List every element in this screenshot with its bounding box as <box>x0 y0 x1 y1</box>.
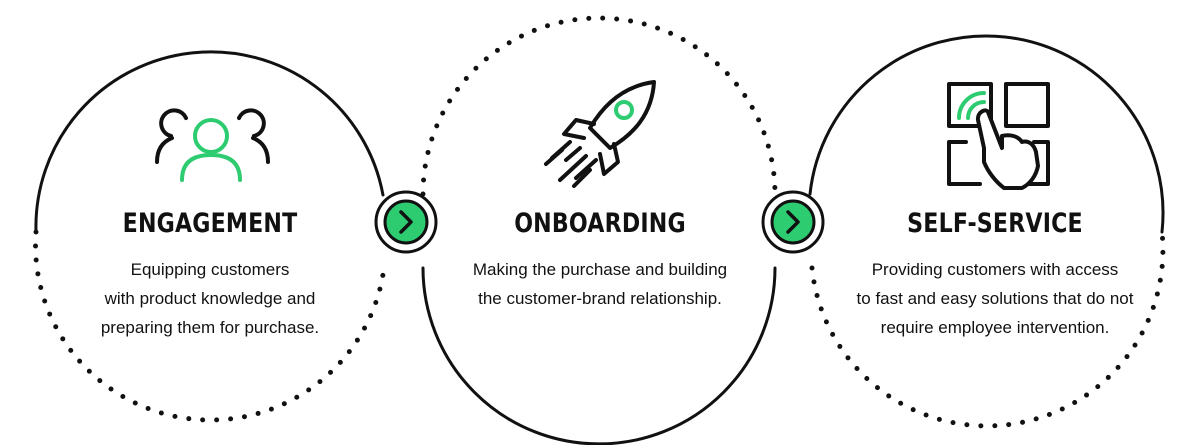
users-icon <box>155 108 270 182</box>
self-service-circle-dotted-arc <box>809 229 1166 429</box>
stage-description: Providing customers with access to fast … <box>845 255 1145 342</box>
engagement-circle-dotted-arc <box>33 229 387 423</box>
onboarding-circle-dotted-arc <box>420 15 778 197</box>
description-line: the customer-brand relationship. <box>478 289 722 308</box>
rocket-icon <box>544 80 656 188</box>
stage-onboarding: ONBOARDING Making the purchase and build… <box>450 208 750 313</box>
stage-title: ENGAGEMENT <box>122 208 298 239</box>
description-line: with product knowledge and <box>104 289 316 308</box>
touch-screen-icon <box>947 82 1050 190</box>
description-line: preparing them for purchase. <box>100 318 320 337</box>
description-line: Making the purchase and building <box>472 260 728 279</box>
connector-2[interactable] <box>761 190 825 254</box>
onboarding-circle-solid-arc <box>421 266 777 445</box>
connector-1[interactable] <box>374 190 438 254</box>
description-line: to fast and easy solutions that do not <box>856 289 1134 308</box>
stage-engagement: ENGAGEMENT Equipping customers with prod… <box>60 208 360 342</box>
stage-description: Making the purchase and building the cus… <box>450 255 750 313</box>
chevron-right-icon <box>399 210 413 234</box>
self-service-circle-solid-arc <box>808 34 1165 234</box>
stage-title: ONBOARDING <box>514 208 686 239</box>
chevron-right-icon <box>786 210 800 234</box>
stage-title: SELF-SERVICE <box>907 208 1083 239</box>
description-line: Equipping customers <box>130 260 290 279</box>
stage-self-service: SELF-SERVICE Providing customers with ac… <box>845 208 1145 342</box>
stage-description: Equipping customers with product knowled… <box>60 255 360 342</box>
description-line: require employee intervention. <box>880 318 1110 337</box>
description-line: Providing customers with access <box>871 260 1119 279</box>
engagement-circle-solid-arc <box>34 50 385 234</box>
